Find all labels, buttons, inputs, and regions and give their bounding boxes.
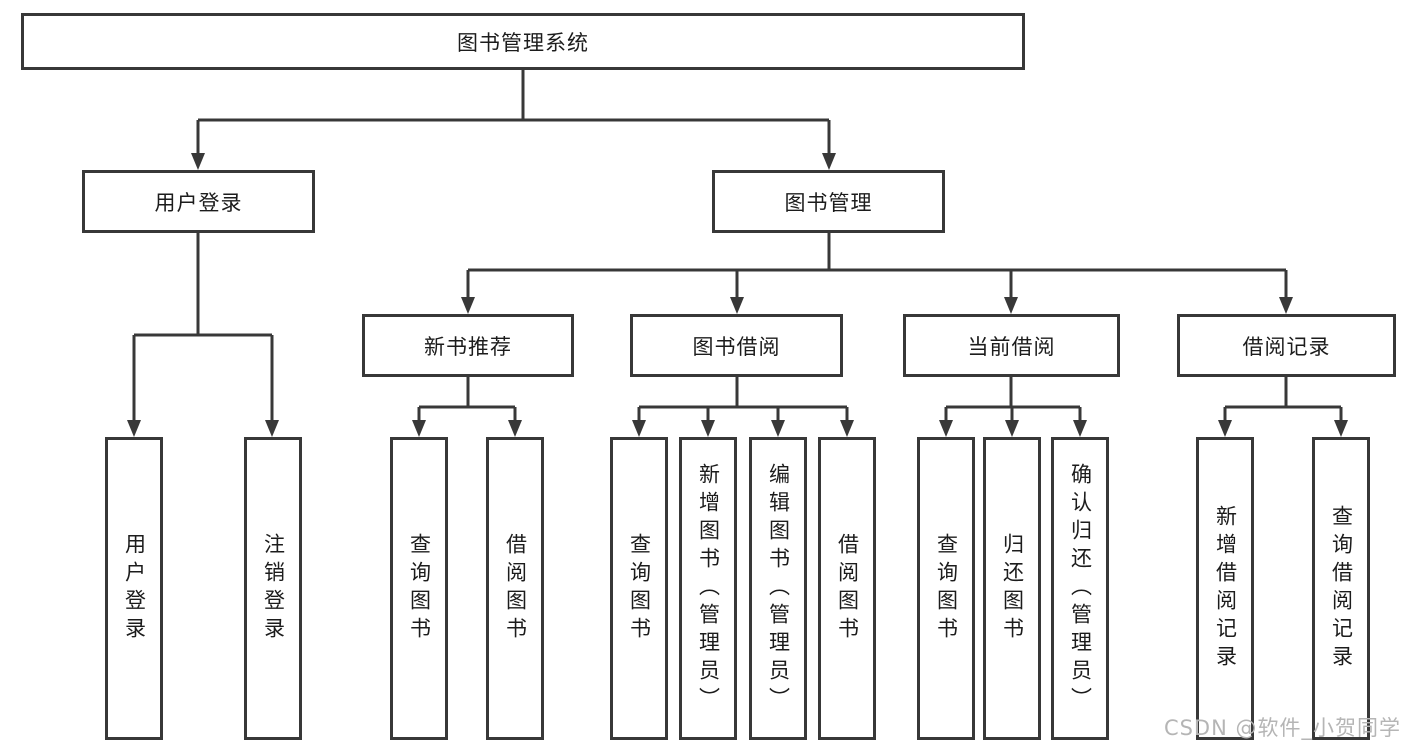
leaf-records-query-record: 查询借阅记录: [1312, 437, 1370, 740]
leaf-borrow-borrow-book: 借阅图书: [818, 437, 876, 740]
connector-user-login-to-leaves: [127, 233, 279, 437]
leaf-borrow-edit-book-admin: 编辑图书（管理员）: [749, 437, 807, 740]
connector-book-management-to-level3: [461, 233, 1293, 314]
node-book-management: 图书管理: [712, 170, 945, 233]
node-borrow-records: 借阅记录: [1177, 314, 1396, 377]
node-root: 图书管理系统: [21, 13, 1025, 70]
node-user-login: 用户登录: [82, 170, 315, 233]
leaf-borrow-add-book-admin: 新增图书（管理员）: [679, 437, 737, 740]
connector-records-to-leaves: [1218, 377, 1348, 437]
leaf-borrow-query-book: 查询图书: [610, 437, 668, 740]
node-current-borrow: 当前借阅: [903, 314, 1120, 377]
leaf-recommend-borrow-book: 借阅图书: [486, 437, 544, 740]
csdn-watermark: CSDN @软件_小贺同学: [1163, 716, 1401, 740]
node-book-borrow: 图书借阅: [630, 314, 843, 377]
node-new-book-recommend: 新书推荐: [362, 314, 574, 377]
leaf-login: 用户登录: [105, 437, 163, 740]
leaf-current-return-book: 归还图书: [983, 437, 1041, 740]
connector-root-to-level2: [191, 70, 836, 170]
connector-recommend-to-leaves: [412, 377, 522, 437]
leaf-recommend-query-book: 查询图书: [390, 437, 448, 740]
leaf-current-confirm-return-admin: 确认归还（管理员）: [1051, 437, 1109, 740]
connector-current-to-leaves: [939, 377, 1087, 437]
leaf-records-add-record: 新增借阅记录: [1196, 437, 1254, 740]
leaf-current-query-book: 查询图书: [917, 437, 975, 740]
leaf-logout: 注销登录: [244, 437, 302, 740]
connector-borrow-to-leaves: [632, 377, 854, 437]
